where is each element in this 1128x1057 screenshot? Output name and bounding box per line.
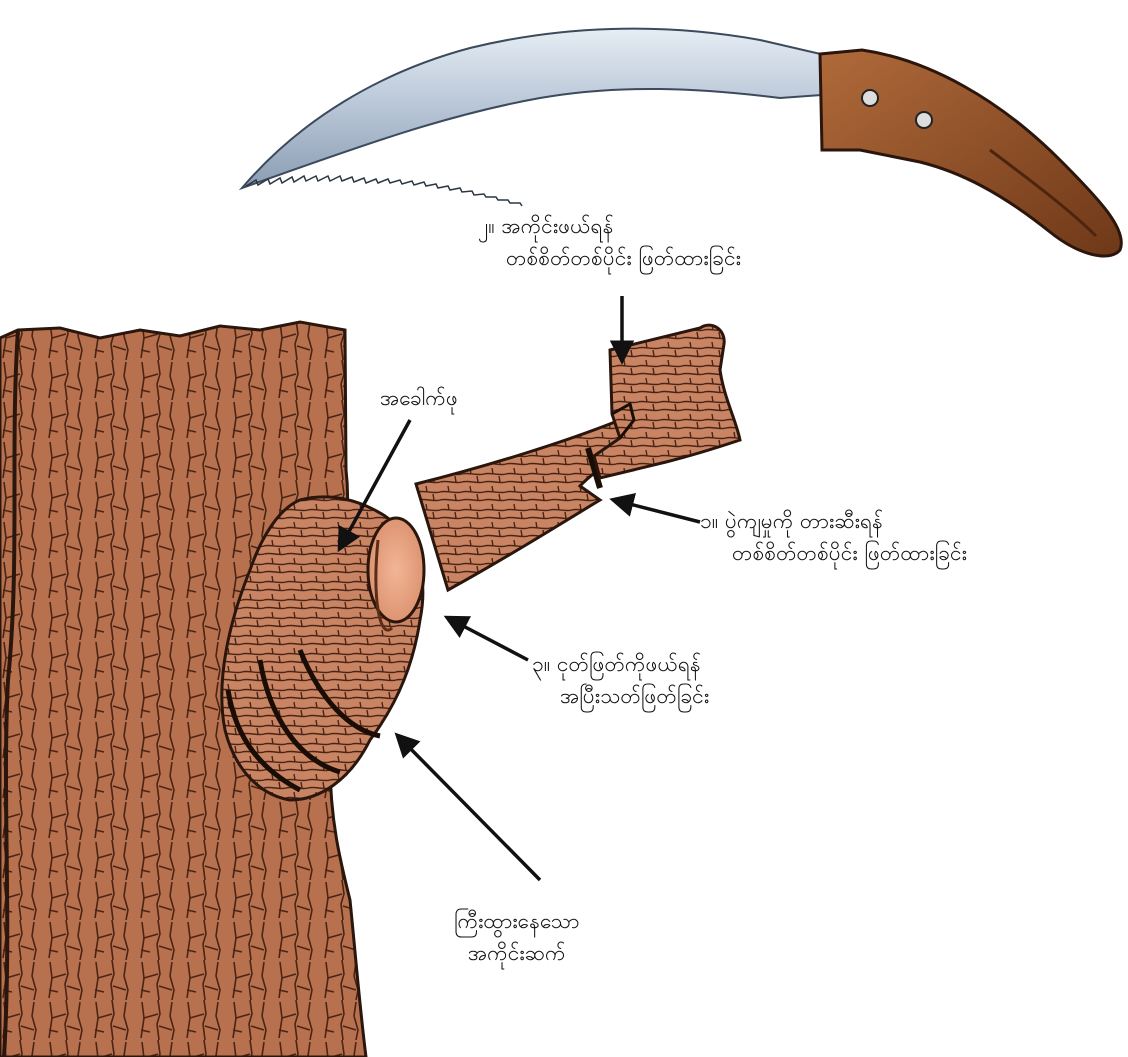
label-step-3: ၃။ ငုတ်ဖြတ်ကိုဖယ်ရန် အပြီးသတ်ဖြတ်ခြင်း bbox=[532, 648, 709, 712]
label-step-3-line1: ၃။ ငုတ်ဖြတ်ကိုဖယ်ရန် bbox=[532, 648, 709, 680]
cut-branch-icon bbox=[416, 420, 640, 590]
label-bark-node-text: အခေါက်ဖု bbox=[380, 382, 458, 414]
rivet-icon bbox=[916, 112, 932, 128]
rivet-icon bbox=[862, 90, 878, 106]
label-step-2-line1: ၂။ အကိုင်းဖယ်ရန် bbox=[478, 210, 741, 242]
saw-teeth bbox=[246, 176, 522, 206]
saw-handle bbox=[820, 50, 1121, 256]
label-step-1-line1: ၁။ ပွဲကျမှုကို တားဆီးရန် bbox=[700, 505, 967, 537]
arrow-step1 bbox=[614, 500, 700, 522]
label-step-1: ၁။ ပွဲကျမှုကို တားဆီးရန် တစ်စိတ်တစ်ပိုင်… bbox=[700, 505, 967, 569]
label-step-1-line2: တစ်စိတ်တစ်ပိုင်း ဖြတ်ထားခြင်း bbox=[700, 537, 967, 569]
label-swollen-collar: ကြီးထွားနေသော အကိုင်းဆက် bbox=[454, 905, 579, 969]
label-swollen-collar-line2: အကိုင်းဆက် bbox=[454, 937, 579, 969]
branch-end-icon bbox=[594, 325, 740, 478]
label-step-2: ၂။ အကိုင်းဖယ်ရန် တစ်စိတ်တစ်ပိုင်း ဖြတ်ထာ… bbox=[478, 210, 741, 274]
saw-blade bbox=[242, 29, 838, 188]
label-swollen-collar-line1: ကြီးထွားနေသော bbox=[454, 905, 579, 937]
arrow-step3 bbox=[448, 618, 528, 660]
label-bark-node: အခေါက်ဖု bbox=[380, 382, 458, 414]
arrow-swollen bbox=[398, 736, 540, 880]
label-step-2-line2: တစ်စိတ်တစ်ပိုင်း ဖြတ်ထားခြင်း bbox=[478, 242, 741, 274]
label-step-3-line2: အပြီးသတ်ဖြတ်ခြင်း bbox=[532, 680, 709, 712]
